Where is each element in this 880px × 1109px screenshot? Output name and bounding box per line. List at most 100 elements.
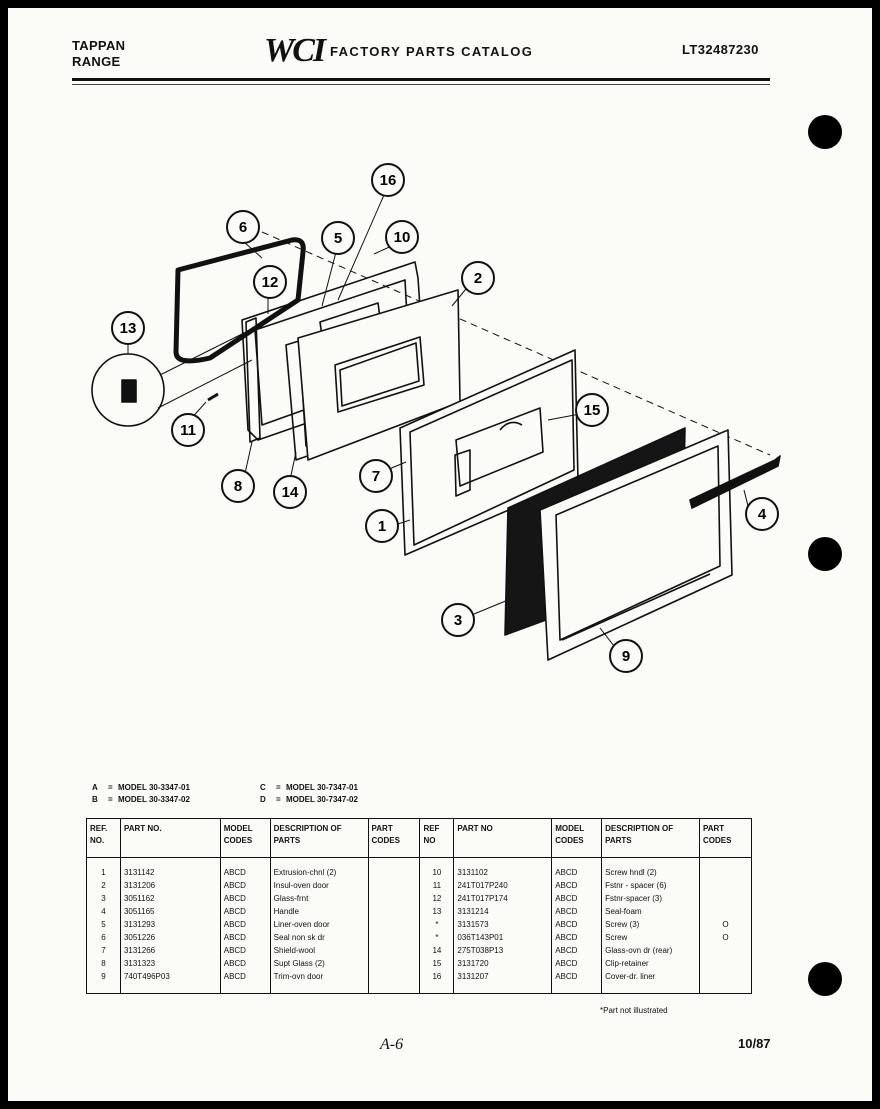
cell-model-codes: ABCD	[219, 892, 271, 905]
cell-part-no: 3131206	[119, 879, 221, 892]
cell-ref-no: 5	[86, 918, 121, 931]
cell-ref-no: 3	[86, 892, 121, 905]
cell-ref-no: *	[419, 918, 455, 931]
cell-part-codes	[699, 905, 752, 918]
cell-model-codes: ABCD	[551, 970, 603, 994]
callout-12: 12	[253, 265, 287, 299]
cell-model-codes: ABCD	[551, 918, 603, 931]
callout-5: 5	[321, 221, 355, 255]
cell-description: Insul-oven door	[269, 879, 369, 892]
model-name: MODEL 30-3347-01	[118, 783, 190, 792]
binder-hole-top	[808, 115, 842, 149]
col-header-part-no: PART NO.	[119, 818, 221, 858]
cell-part-codes	[367, 857, 421, 879]
callout-2: 2	[461, 261, 495, 295]
model-name: MODEL 30-3347-02	[118, 795, 190, 804]
model-equals: =	[108, 795, 113, 804]
callout-label: 3	[454, 612, 462, 629]
callout-label: 7	[372, 468, 380, 485]
cell-part-no: 241T017P240	[453, 879, 553, 892]
cell-ref-no: 12	[419, 892, 455, 905]
cell-part-no: 3131102	[453, 857, 553, 879]
cell-part-no: 3051226	[119, 931, 221, 944]
model-equals: =	[276, 795, 281, 804]
cell-ref-no: 9	[86, 970, 121, 994]
cell-part-codes	[699, 879, 752, 892]
model-code-key: A=MODEL 30-3347-01 C=MODEL 30-7347-01 B=…	[92, 782, 428, 806]
cell-description: Clip-retainer	[601, 957, 700, 970]
callout-label: 4	[758, 506, 767, 523]
callout-7: 7	[359, 459, 393, 493]
col-header-description: DESCRIPTION OF PARTS	[269, 818, 369, 858]
cell-model-codes: ABCD	[219, 905, 271, 918]
cell-description: Seal non sk dr	[269, 931, 369, 944]
cell-model-codes: ABCD	[551, 892, 603, 905]
page-code: A-6	[380, 1036, 404, 1053]
cell-description: Screw	[601, 931, 700, 944]
callout-16: 16	[371, 163, 405, 197]
cell-ref-no: 16	[419, 970, 455, 994]
cell-part-no: 3051165	[119, 905, 221, 918]
cell-model-codes: ABCD	[219, 931, 271, 944]
binder-hole-middle	[808, 537, 842, 571]
cell-ref-no: 8	[86, 957, 121, 970]
parts-table: REF. NO. PART NO. MODEL CODES DESCRIPTIO…	[86, 818, 752, 994]
cell-ref-no: 2	[86, 879, 121, 892]
cell-ref-no: 4	[86, 905, 121, 918]
cell-part-codes	[699, 970, 752, 994]
callout-13: 13	[111, 311, 145, 345]
callout-label: 14	[282, 484, 299, 501]
callout-8: 8	[221, 469, 255, 503]
cell-model-codes: ABCD	[551, 957, 603, 970]
col-header-description: DESCRIPTION OF PARTS	[601, 818, 700, 858]
model-name: MODEL 30-7347-02	[286, 795, 358, 804]
callout-label: 13	[120, 320, 137, 337]
cell-description: Glass-ovn dr (rear)	[601, 944, 700, 957]
seal-part	[173, 237, 306, 364]
cell-ref-no: 6	[86, 931, 121, 944]
cell-part-no: 3051162	[119, 892, 221, 905]
model-name: MODEL 30-7347-01	[286, 783, 358, 792]
cell-model-codes: ABCD	[551, 931, 603, 944]
cell-description: Extrusion-chnl (2)	[269, 857, 369, 879]
header-rule	[72, 78, 770, 81]
cell-part-codes	[367, 905, 421, 918]
cell-part-no: 3131573	[453, 918, 553, 931]
cell-part-no: 3131266	[119, 944, 221, 957]
cell-part-codes	[367, 944, 421, 957]
callout-label: 5	[334, 230, 342, 247]
callout-label: 9	[622, 648, 630, 665]
cell-part-no: 275T038P13	[453, 944, 553, 957]
cell-part-codes	[367, 931, 421, 944]
cell-ref-no: 15	[419, 957, 455, 970]
cell-part-codes	[367, 970, 421, 994]
cell-part-codes	[699, 857, 752, 879]
cell-part-codes	[367, 892, 421, 905]
callout-label: 15	[584, 402, 601, 419]
cell-description: Screw hndl (2)	[601, 857, 700, 879]
model-letter: C	[260, 783, 266, 792]
cell-part-no: 241T017P174	[453, 892, 553, 905]
callout-1: 1	[365, 509, 399, 543]
model-letter: D	[260, 795, 266, 804]
cell-model-codes: ABCD	[219, 957, 271, 970]
callout-14: 14	[273, 475, 307, 509]
cell-model-codes: ABCD	[551, 944, 603, 957]
cell-part-no: 036T143P01	[453, 931, 553, 944]
catalog-date: 10/87	[738, 1036, 771, 1051]
callout-label: 16	[380, 172, 397, 189]
header-rule-thin	[72, 84, 770, 85]
cell-part-codes	[367, 918, 421, 931]
model-equals: =	[108, 783, 113, 792]
table-header-row: REF. NO. PART NO. MODEL CODES DESCRIPTIO…	[86, 818, 752, 858]
cell-model-codes: ABCD	[219, 918, 271, 931]
callout-label: 12	[262, 274, 279, 291]
cell-description: Seal-foam	[601, 905, 700, 918]
product-type: RANGE	[72, 54, 121, 69]
